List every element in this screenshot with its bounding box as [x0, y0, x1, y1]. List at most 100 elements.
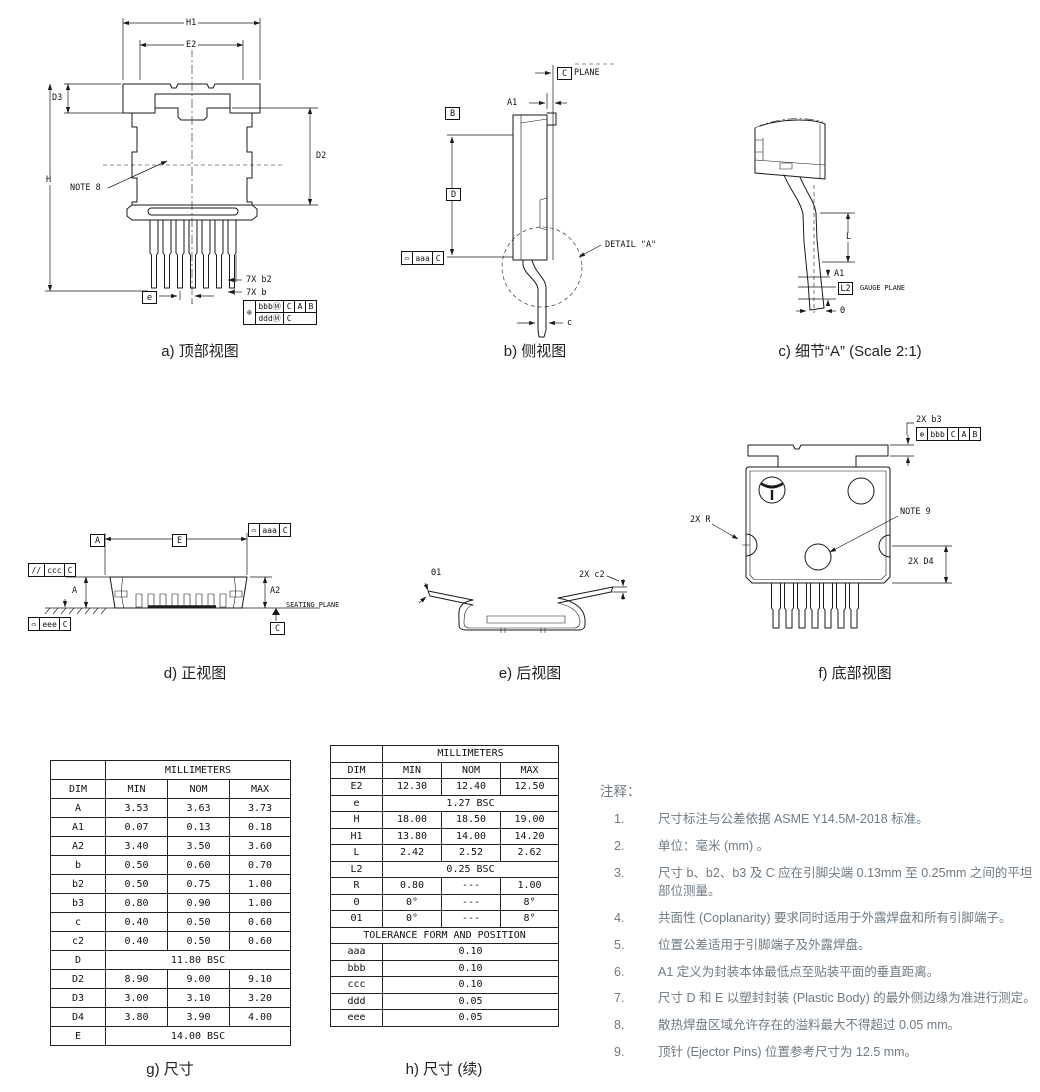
dim-2x-r: 2X R: [690, 515, 711, 525]
table-cell: 0.10: [381, 976, 560, 994]
caption-front-view: d) 正视图: [163, 665, 227, 682]
dim-theta: Θ: [840, 306, 846, 316]
table-cell: ccc: [330, 976, 383, 994]
dim-theta1: Θ1: [431, 568, 442, 578]
table-cell: 1.00: [228, 893, 292, 913]
table-row: MILLIMETERS: [330, 745, 560, 763]
table-cell: 0.05: [381, 992, 560, 1010]
table-cell: 0.70: [228, 855, 292, 875]
table-cell: D4: [50, 1007, 106, 1027]
plane-label: PLANE: [574, 68, 600, 78]
table-cell: 0.90: [167, 893, 230, 913]
table-cell: 0.50: [105, 855, 168, 875]
table-cell: E2: [330, 778, 383, 796]
table-cell: MIN: [382, 761, 442, 779]
table-cell: bbb: [330, 959, 383, 977]
note9-callout: NOTE 9: [900, 507, 931, 517]
fcf-cell: C: [283, 313, 294, 324]
table-cell: 3.53: [105, 798, 168, 818]
notes-section: 注释： 1.尺寸标注与公差依据 ASME Y14.5M-2018 标准。2.单位…: [600, 780, 1036, 1070]
table-cell: [50, 760, 106, 780]
note-item: 9.顶针 (Ejector Pins) 位置参考尺寸为 12.5 mm。: [600, 1043, 1036, 1062]
note-item: 8.散热焊盘区域允许存在的溢料最大不得超过 0.05 mm。: [600, 1016, 1036, 1035]
table-cell: L: [330, 844, 383, 862]
table-cell: 0.07: [105, 817, 168, 837]
bottom-view-drawing: [711, 422, 952, 629]
dim-h: H: [44, 175, 54, 185]
position-symbol: ⊕: [247, 308, 252, 317]
table-cell: 0.60: [228, 931, 292, 951]
table-cell: TOLERANCE FORM AND POSITION: [329, 926, 560, 944]
table-cell: ---: [441, 877, 501, 895]
table-cell: ---: [441, 893, 501, 911]
note-number: 1.: [614, 812, 625, 826]
table-cell: 3.90: [167, 1007, 230, 1027]
note-text: 顶针 (Ejector Pins) 位置参考尺寸为 12.5 mm。: [658, 1044, 918, 1059]
dim-2x-d4: 2X D4: [908, 557, 934, 567]
top-view-outline: [122, 83, 261, 221]
table-cell: 1.27 BSC: [381, 794, 560, 812]
table-cell: 3.50: [167, 836, 230, 856]
fcf-cell: aaa: [258, 524, 279, 536]
caption-rear-view: e) 后视图: [498, 665, 562, 682]
note-item: 3.尺寸 b、b2、b3 及 C 应在引脚尖端 0.13mm 至 0.25mm …: [600, 864, 1036, 902]
table-cell: 3.10: [167, 988, 230, 1008]
caption-bottom-view: f) 底部视图: [818, 665, 892, 682]
fcf-cell: ccc: [43, 564, 64, 576]
fcf-cell: eee: [38, 618, 59, 630]
table-cell: 0.10: [381, 959, 560, 977]
table-cell: 9.00: [167, 969, 230, 989]
note8-callout: NOTE 8: [70, 183, 101, 193]
table-cell: H: [330, 811, 383, 829]
table-cell: A: [50, 798, 106, 818]
note-number: 3.: [614, 865, 625, 880]
fcf-cell: C: [432, 252, 443, 264]
detail-a-outline: [754, 118, 826, 313]
datum-c-box: C: [557, 67, 572, 80]
table-cell: 0.80: [382, 877, 442, 895]
fcf-cell: B: [304, 301, 316, 312]
table-cell: 4.00: [228, 1007, 292, 1027]
table-cell: 0.05: [381, 1009, 560, 1027]
table-cell: A2: [50, 836, 106, 856]
caption-table-h: h) 尺寸 (续): [405, 1061, 483, 1078]
note-number: 7.: [614, 991, 625, 1006]
fcf-cell: dddⓂ: [258, 314, 281, 323]
table-cell: H1: [330, 827, 383, 845]
table-cell: DIM: [50, 779, 106, 799]
table-cell: 18.50: [441, 811, 501, 829]
dim-a: A: [72, 586, 78, 596]
dim-d3: D3: [52, 93, 63, 103]
table-cell: 13.80: [382, 827, 442, 845]
table-cell: b2: [50, 874, 106, 894]
table-cell: 0.50: [167, 931, 230, 951]
caption-side-view: b) 侧视图: [503, 343, 567, 360]
table-cell: 0.40: [105, 931, 168, 951]
note-number: 6.: [614, 964, 625, 979]
table-cell: 0.75: [167, 874, 230, 894]
note-item: 5.位置公差适用于引脚端子及外露焊盘。: [600, 936, 1036, 955]
table-cell: 0.40: [105, 912, 168, 932]
note-number: 2.: [614, 838, 625, 853]
note-number: 5.: [614, 937, 625, 952]
top-view-drawing: [45, 18, 318, 304]
bottom-view-outline: [742, 444, 891, 584]
table-cell: 0.60: [228, 912, 292, 932]
dim-a2: A2: [270, 586, 281, 596]
front-view-outline: [44, 576, 320, 615]
table-cell: c: [50, 912, 106, 932]
gauge-plane-label: GAUGE PLANE: [860, 284, 906, 292]
table-cell: Θ: [330, 893, 383, 911]
table-cell: ---: [441, 910, 501, 928]
